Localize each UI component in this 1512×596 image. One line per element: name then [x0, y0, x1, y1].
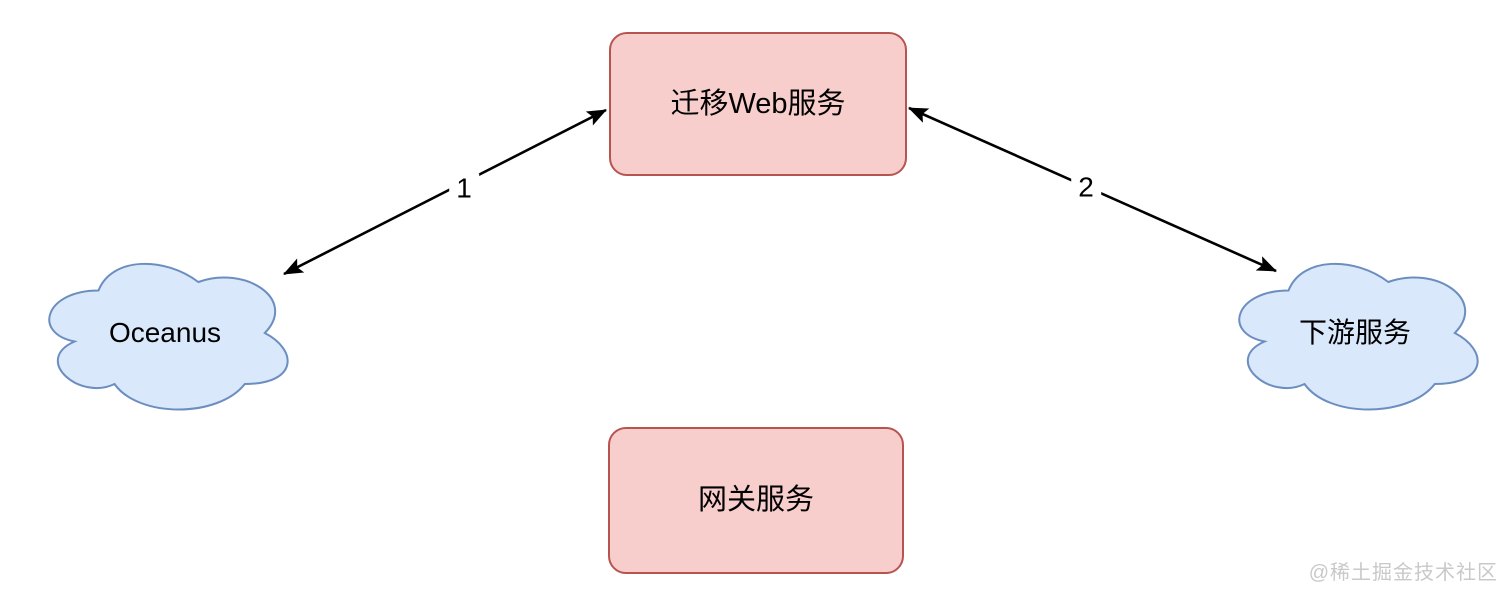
- edge-1-label: 1: [449, 173, 479, 205]
- node-oceanus-label: Oceanus: [108, 317, 222, 349]
- edge-oceanus-web[interactable]: [283, 108, 607, 276]
- node-migrate-web-service[interactable]: 迁移Web服务: [609, 32, 907, 176]
- node-gateway-service[interactable]: 网关服务: [608, 427, 904, 574]
- node-downstream-cloud[interactable]: 下游服务: [1222, 248, 1488, 418]
- node-migrate-web-service-label: 迁移Web服务: [670, 87, 846, 120]
- watermark-text: @稀土掘金技术社区: [1308, 562, 1498, 584]
- edge-2-label: 2: [1071, 172, 1101, 204]
- node-downstream-label: 下游服务: [1298, 317, 1411, 349]
- node-gateway-service-label: 网关服务: [697, 484, 814, 517]
- node-oceanus-cloud[interactable]: Oceanus: [32, 248, 298, 418]
